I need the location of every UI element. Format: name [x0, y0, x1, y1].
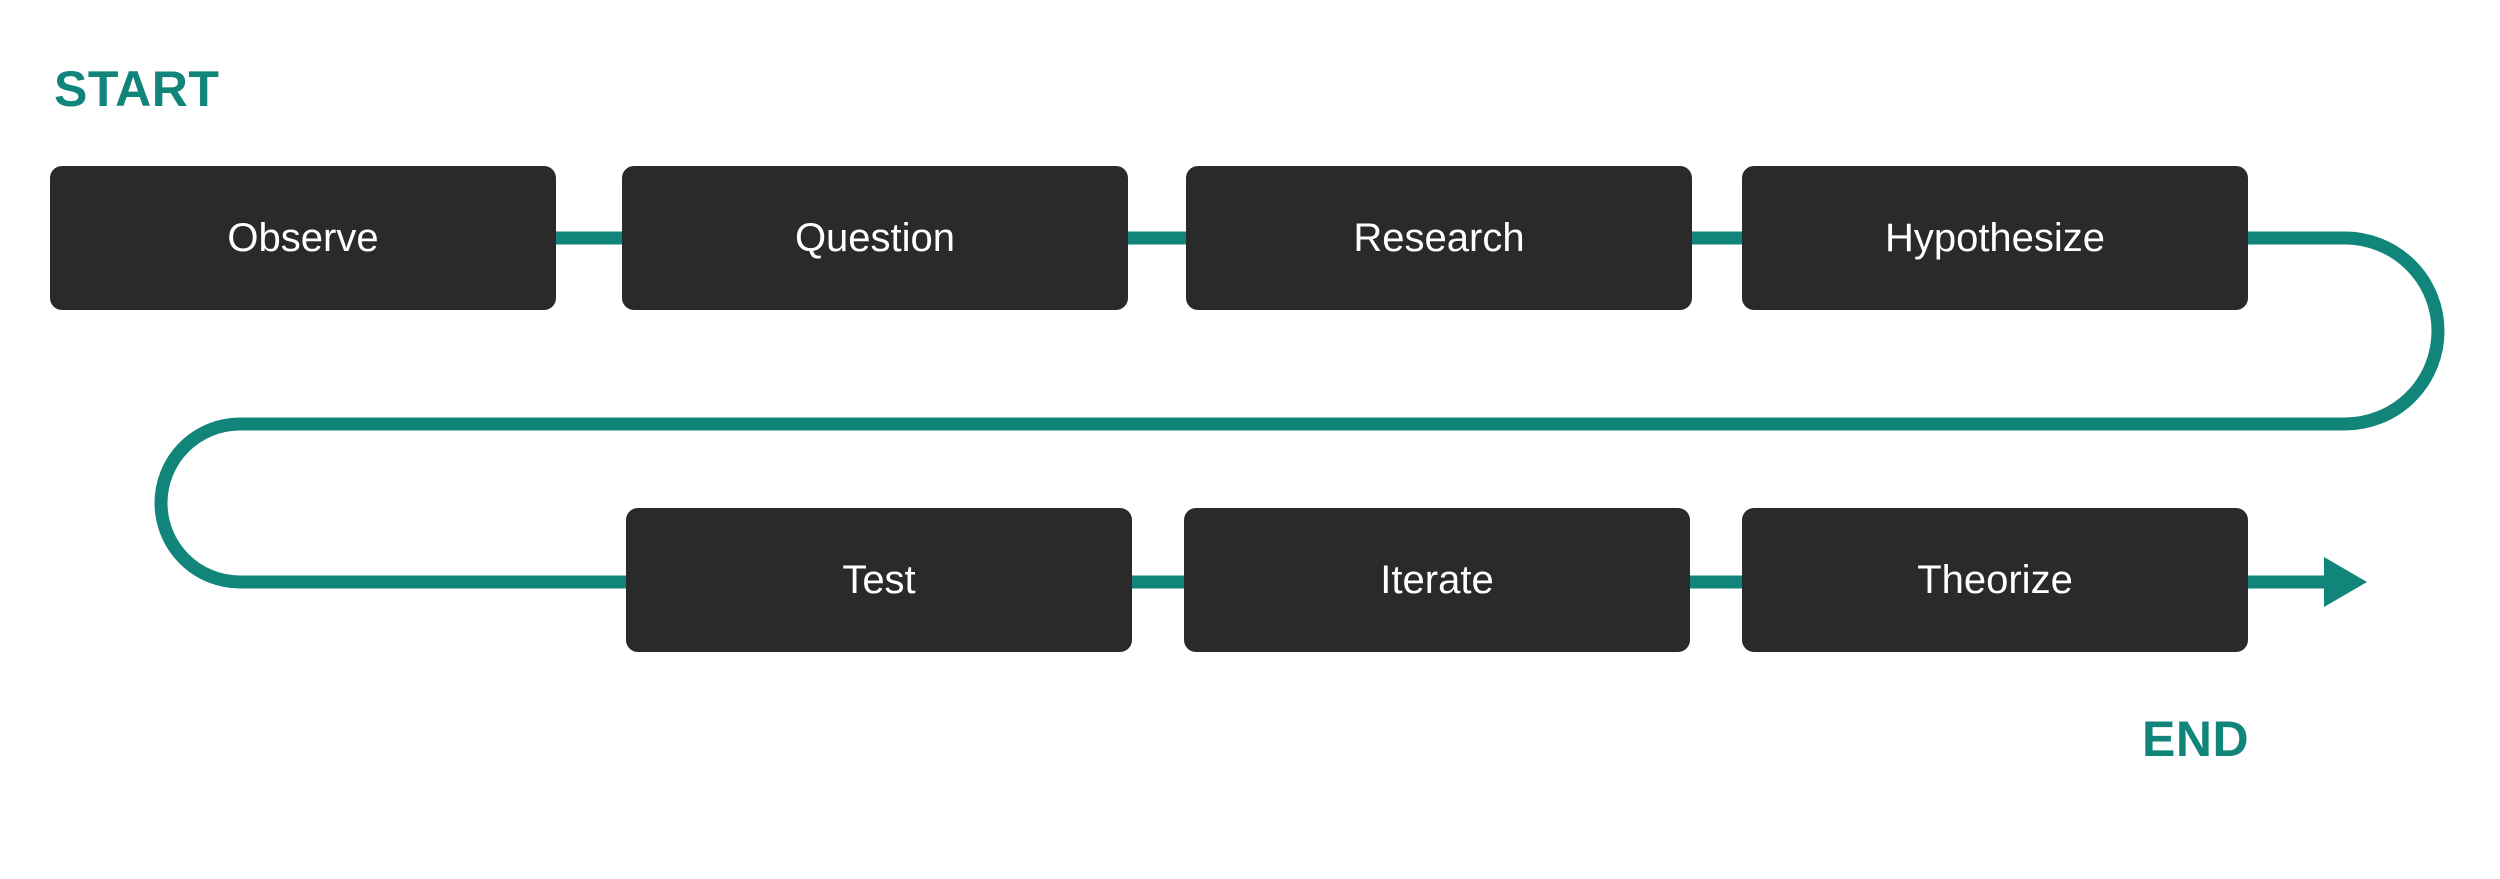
step-question[interactable]: Question [622, 166, 1128, 310]
step-observe[interactable]: Observe [50, 166, 556, 310]
step-label: Observe [227, 215, 379, 260]
end-arrow-icon [2324, 557, 2367, 607]
step-iterate[interactable]: Iterate [1184, 508, 1690, 652]
end-label: END [2142, 711, 2250, 767]
step-hypothesize[interactable]: Hypothesize [1742, 166, 2248, 310]
start-label: START [54, 61, 220, 117]
step-label: Iterate [1380, 557, 1494, 602]
step-label: Theorize [1917, 557, 2073, 602]
step-label: Research [1353, 215, 1525, 260]
step-research[interactable]: Research [1186, 166, 1692, 310]
step-theorize[interactable]: Theorize [1742, 508, 2248, 652]
step-label: Question [794, 215, 956, 260]
step-label: Hypothesize [1884, 215, 2106, 260]
step-label: Test [842, 557, 916, 602]
step-test[interactable]: Test [626, 508, 1132, 652]
flow-path [154, 231, 2445, 589]
